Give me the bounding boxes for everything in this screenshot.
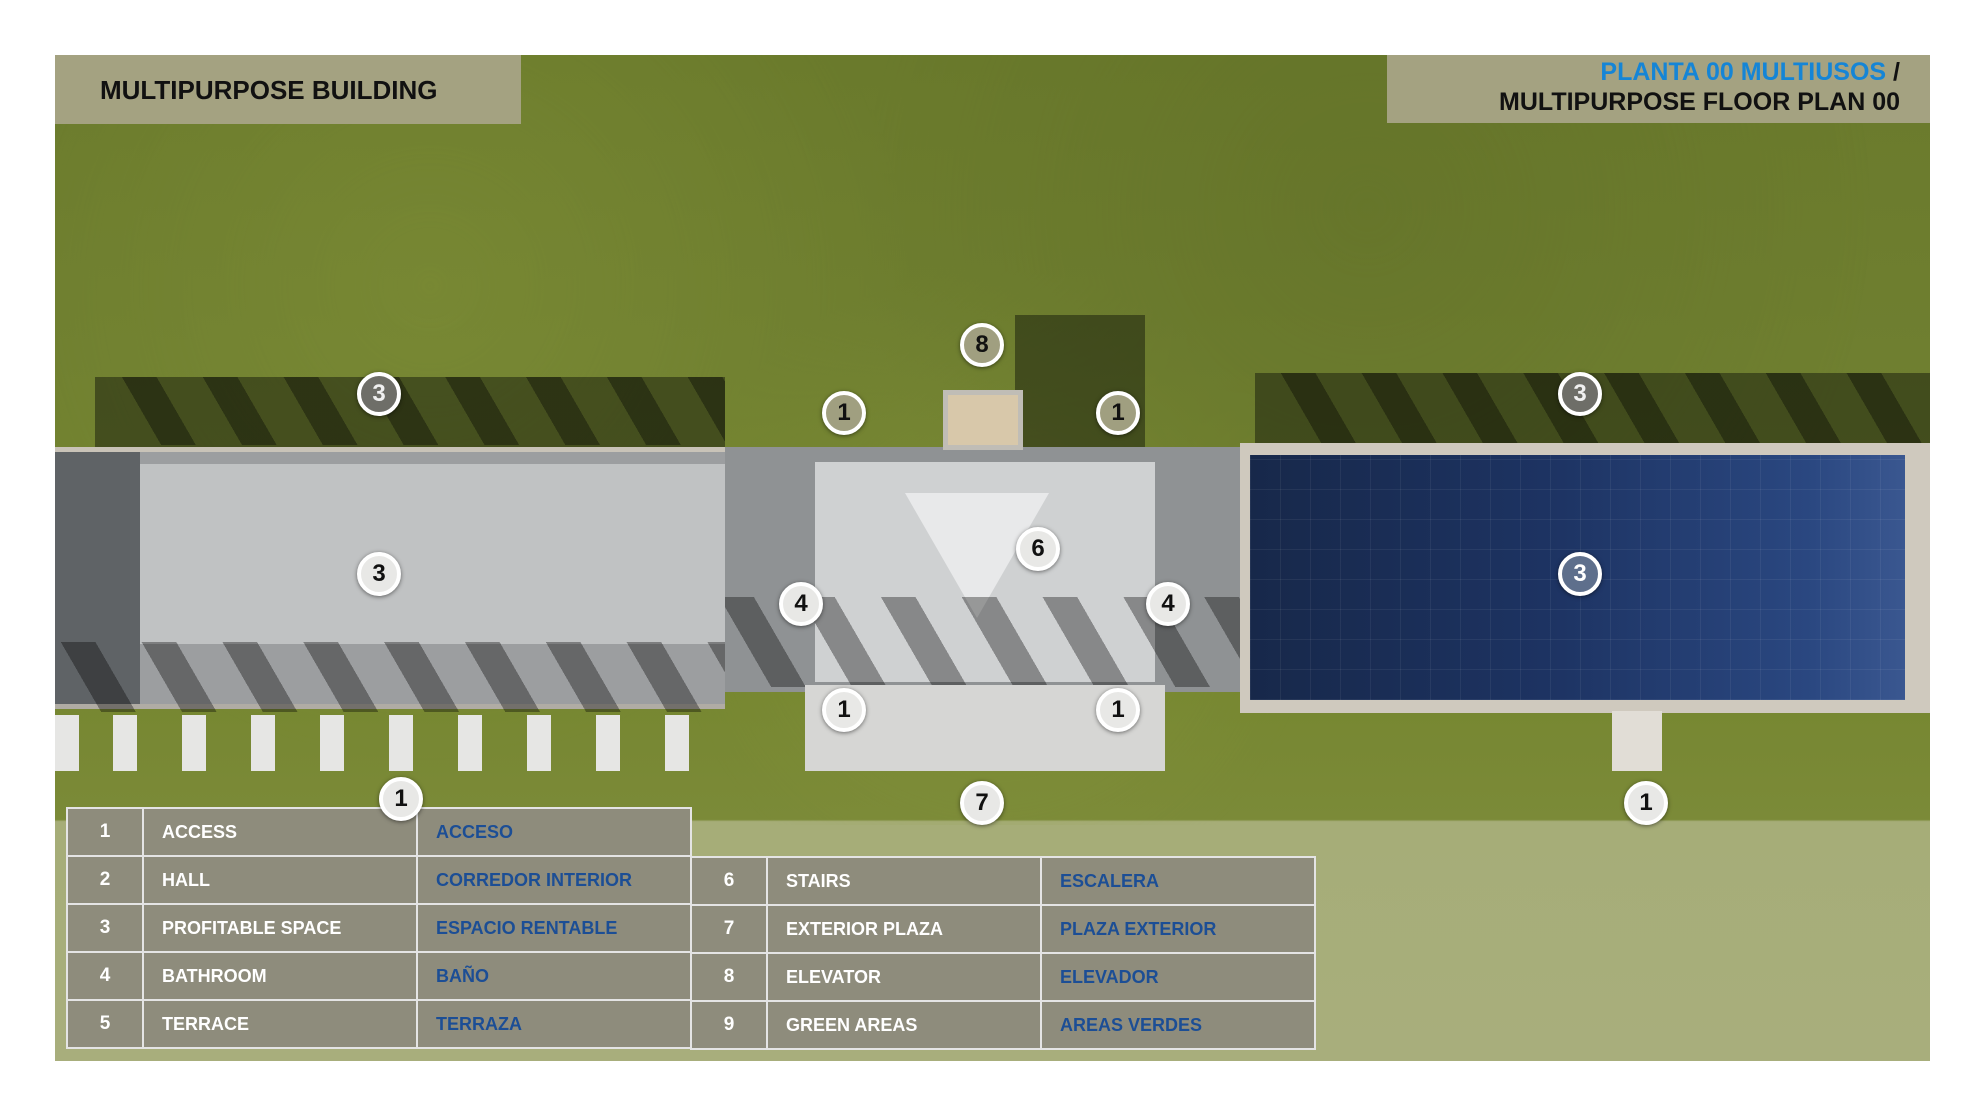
- terrace-slab: [389, 715, 413, 771]
- roof-shadow-stripes-left: [55, 642, 725, 712]
- elevator-shaft: [943, 390, 1023, 450]
- legend-label-en: EXTERIOR PLAZA: [766, 904, 1042, 954]
- legend-number: 6: [690, 856, 768, 906]
- legend-label-es: ESCALERA: [1040, 856, 1316, 906]
- legend-label-en: ACCESS: [142, 807, 418, 857]
- legend-number: 1: [66, 807, 144, 857]
- marker-3-mid-left: 3: [357, 552, 401, 596]
- legend-label-en: PROFITABLE SPACE: [142, 903, 418, 953]
- site-plan-render: [55, 55, 1930, 1061]
- marker-4-left: 4: [779, 582, 823, 626]
- legend-label-es: ESPACIO RENTABLE: [416, 903, 692, 953]
- marker-1-top-left: 1: [822, 391, 866, 435]
- marker-1-left-table: 1: [379, 777, 423, 821]
- legend-label-es: ACCESO: [416, 807, 692, 857]
- legend-label-es: ELEVADOR: [1040, 952, 1316, 1002]
- terrace-slab: [458, 715, 482, 771]
- legend-number: 8: [690, 952, 768, 1002]
- legend-label-en: STAIRS: [766, 856, 1042, 906]
- legend-number: 5: [66, 999, 144, 1049]
- legend-label-en: TERRACE: [142, 999, 418, 1049]
- building-title: MULTIPURPOSE BUILDING: [100, 75, 438, 105]
- title-spanish: PLANTA 00 MULTIUSOS: [1600, 58, 1887, 86]
- building-title-box: MULTIPURPOSE BUILDING: [55, 55, 521, 124]
- terrace-slab: [55, 715, 79, 771]
- terrace-slab: [113, 715, 137, 771]
- legend-label-es: BAÑO: [416, 951, 692, 1001]
- legend-label-en: ELEVATOR: [766, 952, 1042, 1002]
- left-wing-shadow: [55, 452, 140, 704]
- left-wing-roof: [55, 447, 730, 712]
- legend-number: 3: [66, 903, 144, 953]
- legend-label-es: PLAZA EXTERIOR: [1040, 904, 1316, 954]
- legend-number: 7: [690, 904, 768, 954]
- shadow-stripes-top-left: [115, 377, 725, 445]
- terrace-slab: [596, 715, 620, 771]
- floor-plan-title-box: PLANTA 00 MULTIUSOS / MULTIPURPOSE FLOOR…: [1387, 55, 1930, 123]
- left-wing-roof-lit: [140, 464, 730, 644]
- legend-label-en: HALL: [142, 855, 418, 905]
- terrace-slab: [665, 715, 689, 771]
- legend-label-en: GREEN AREAS: [766, 1000, 1042, 1050]
- legend-label-es: TERRAZA: [416, 999, 692, 1049]
- marker-3-mid-right: 3: [1558, 552, 1602, 596]
- marker-4-right: 4: [1146, 582, 1190, 626]
- marker-1-far-right: 1: [1624, 781, 1668, 825]
- legend-number: 4: [66, 951, 144, 1001]
- marker-1-bot-left: 1: [822, 688, 866, 732]
- marker-8: 8: [960, 323, 1004, 367]
- marker-3-top-left: 3: [357, 372, 401, 416]
- terrace-slab: [527, 715, 551, 771]
- central-hall: [725, 447, 1240, 692]
- terrace-slab: [320, 715, 344, 771]
- right-wing-stairs: [1612, 711, 1662, 771]
- terrace-slab: [182, 715, 206, 771]
- marker-7: 7: [960, 781, 1004, 825]
- floor-plan-title-en: MULTIPURPOSE FLOOR PLAN 00: [1499, 88, 1900, 116]
- marker-1-top-right: 1: [1096, 391, 1140, 435]
- legend-label-en: BATHROOM: [142, 951, 418, 1001]
- terrace-slab: [251, 715, 275, 771]
- marker-6: 6: [1016, 527, 1060, 571]
- legend-number: 2: [66, 855, 144, 905]
- legend-label-es: CORREDOR INTERIOR: [416, 855, 692, 905]
- legend-label-es: AREAS VERDES: [1040, 1000, 1316, 1050]
- shadow-left-wing: [95, 377, 725, 447]
- shadow-stripes-top-right: [1275, 373, 1925, 443]
- marker-1-bot-right: 1: [1096, 688, 1140, 732]
- marker-3-top-right: 3: [1558, 372, 1602, 416]
- floor-plan-title-es: PLANTA 00 MULTIUSOS /: [1600, 58, 1900, 87]
- title-slash: /: [1886, 58, 1900, 86]
- legend-number: 9: [690, 1000, 768, 1050]
